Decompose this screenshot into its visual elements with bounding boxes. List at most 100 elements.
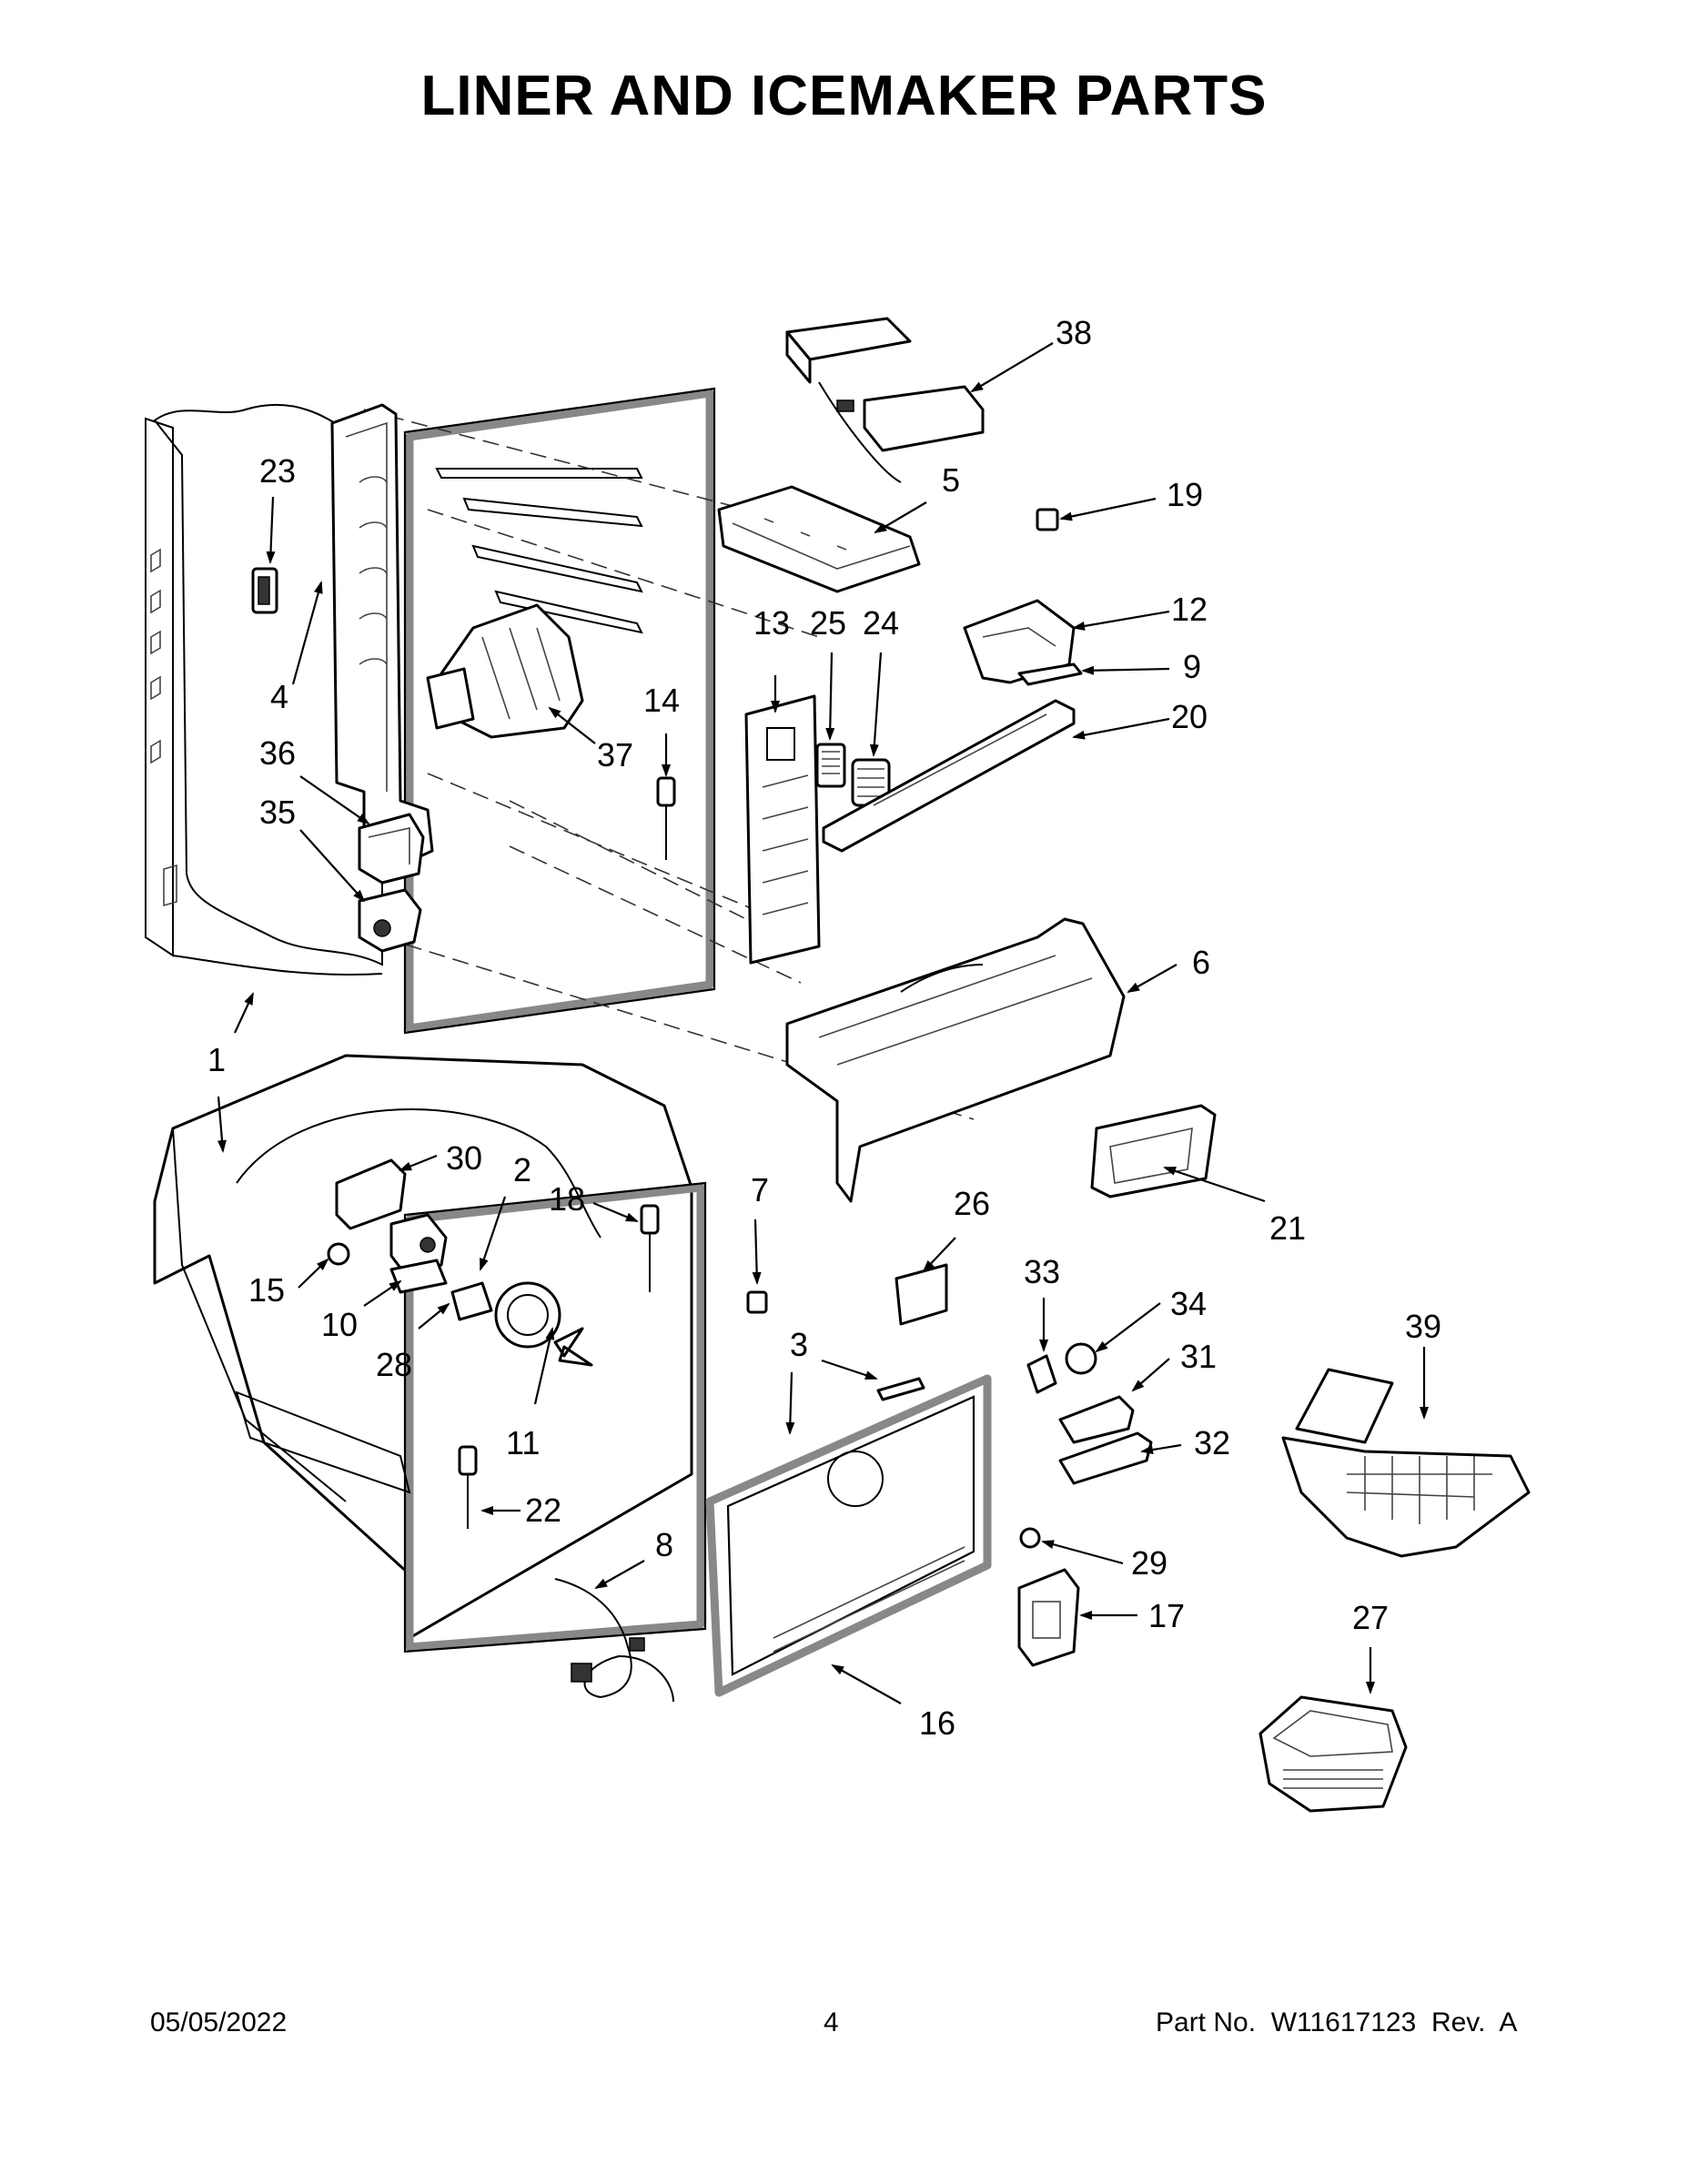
callout-23: 23	[259, 452, 296, 490]
callout-33: 33	[1024, 1253, 1060, 1290]
part-11-fan-blade	[494, 1281, 593, 1367]
part-22-thermistor	[458, 1445, 478, 1529]
part-26-cover	[895, 1263, 948, 1326]
leader-21	[1163, 1166, 1266, 1203]
callout-28: 28	[376, 1346, 412, 1383]
part-17-housing	[1017, 1568, 1080, 1667]
part-14-thermistor	[656, 776, 676, 860]
callout-20: 20	[1171, 698, 1208, 735]
callout-22: 22	[525, 1491, 561, 1529]
callout-9: 9	[1183, 648, 1201, 685]
callout-19: 19	[1167, 476, 1203, 513]
part-15-screw	[327, 1242, 350, 1266]
callout-34: 34	[1170, 1285, 1207, 1322]
callout-27: 27	[1352, 1599, 1389, 1636]
part-34-knob	[1065, 1342, 1097, 1375]
callout-30: 30	[446, 1139, 482, 1177]
leader-25	[825, 652, 835, 741]
part-33-clip	[1026, 1354, 1057, 1394]
leader-32	[1140, 1443, 1182, 1455]
part-39-icemaker	[1281, 1368, 1531, 1558]
callout-29: 29	[1131, 1544, 1167, 1582]
leader-18	[592, 1201, 639, 1223]
part-19-connector	[1036, 508, 1059, 531]
leader-1b	[217, 1096, 227, 1153]
callout-17: 17	[1148, 1597, 1185, 1634]
part-21-dispenser-frame	[1090, 1104, 1217, 1198]
part-35-damper-motor	[358, 888, 422, 953]
callout-7: 7	[751, 1171, 769, 1208]
leader-3b	[821, 1359, 878, 1380]
part-8-wire-harness	[554, 1578, 674, 1703]
footer-page-number: 4	[824, 2007, 839, 2037]
leader-8	[594, 1560, 645, 1589]
leader-30	[399, 1154, 438, 1172]
callout-10: 10	[321, 1306, 358, 1343]
part-5-tray	[717, 485, 921, 593]
callout-4: 4	[270, 678, 288, 715]
callout-14: 14	[643, 682, 680, 719]
leader-lines	[217, 342, 1429, 1704]
callout-25: 25	[810, 604, 846, 642]
leader-19	[1059, 497, 1157, 521]
callout-5: 5	[942, 461, 960, 499]
callout-31: 31	[1180, 1338, 1217, 1375]
leader-1a	[234, 992, 254, 1034]
part-13-control-panel	[744, 694, 821, 965]
part-37-damper-housing	[426, 603, 584, 739]
leader-6	[1127, 964, 1178, 993]
callout-18: 18	[549, 1180, 585, 1218]
leader-7	[752, 1218, 762, 1285]
leader-23	[266, 496, 276, 564]
footer-date: 05/05/2022	[150, 2007, 288, 2037]
leader-37	[548, 706, 596, 744]
callout-26: 26	[954, 1185, 990, 1222]
leader-5	[874, 501, 927, 534]
callout-16: 16	[919, 1704, 955, 1742]
callout-2: 2	[513, 1151, 531, 1188]
part-38-control-module	[785, 317, 985, 483]
callout-24: 24	[863, 604, 899, 642]
leader-38	[970, 342, 1054, 393]
part-25-filter-frame	[815, 743, 846, 788]
part-36-bracket	[358, 813, 425, 885]
callout-21: 21	[1269, 1209, 1306, 1247]
leader-12	[1072, 610, 1170, 631]
callout-37: 37	[597, 736, 633, 774]
callout-3: 3	[790, 1326, 808, 1363]
leader-31	[1131, 1358, 1170, 1392]
part-9-cover	[1017, 662, 1083, 686]
callout-39: 39	[1405, 1308, 1441, 1345]
leader-9	[1081, 665, 1170, 675]
part-3-gasket	[876, 1377, 925, 1401]
callout-35: 35	[259, 794, 296, 831]
page-title: LINER AND ICEMAKER PARTS	[420, 65, 1268, 127]
leader-4	[291, 581, 323, 685]
callout-11: 11	[506, 1424, 540, 1461]
part-20-cover	[822, 699, 1076, 853]
leader-26	[922, 1237, 956, 1273]
part-23-clip	[251, 567, 278, 614]
part-16-evaporator-cover	[705, 1374, 992, 1697]
part-29-screw	[1019, 1527, 1041, 1549]
freezer-liner	[153, 1054, 707, 1653]
part-31-housing	[1058, 1395, 1135, 1444]
leader-36	[299, 775, 370, 825]
callout-12: 12	[1171, 591, 1208, 628]
leader-15	[298, 1258, 329, 1289]
part-7-connector	[746, 1290, 768, 1314]
callout-36: 36	[259, 734, 296, 772]
part-30-bracket	[335, 1158, 407, 1230]
leader-28	[418, 1302, 450, 1330]
leader-35	[299, 829, 366, 903]
callout-8: 8	[655, 1526, 673, 1563]
leader-34	[1095, 1302, 1161, 1353]
leader-16	[831, 1664, 902, 1704]
part-27-ice-bin	[1258, 1695, 1408, 1813]
leader-24	[869, 652, 883, 757]
part-28-grommet	[450, 1281, 493, 1321]
leader-2	[479, 1196, 507, 1271]
callout-38: 38	[1056, 314, 1092, 351]
leader-11	[533, 1327, 555, 1405]
